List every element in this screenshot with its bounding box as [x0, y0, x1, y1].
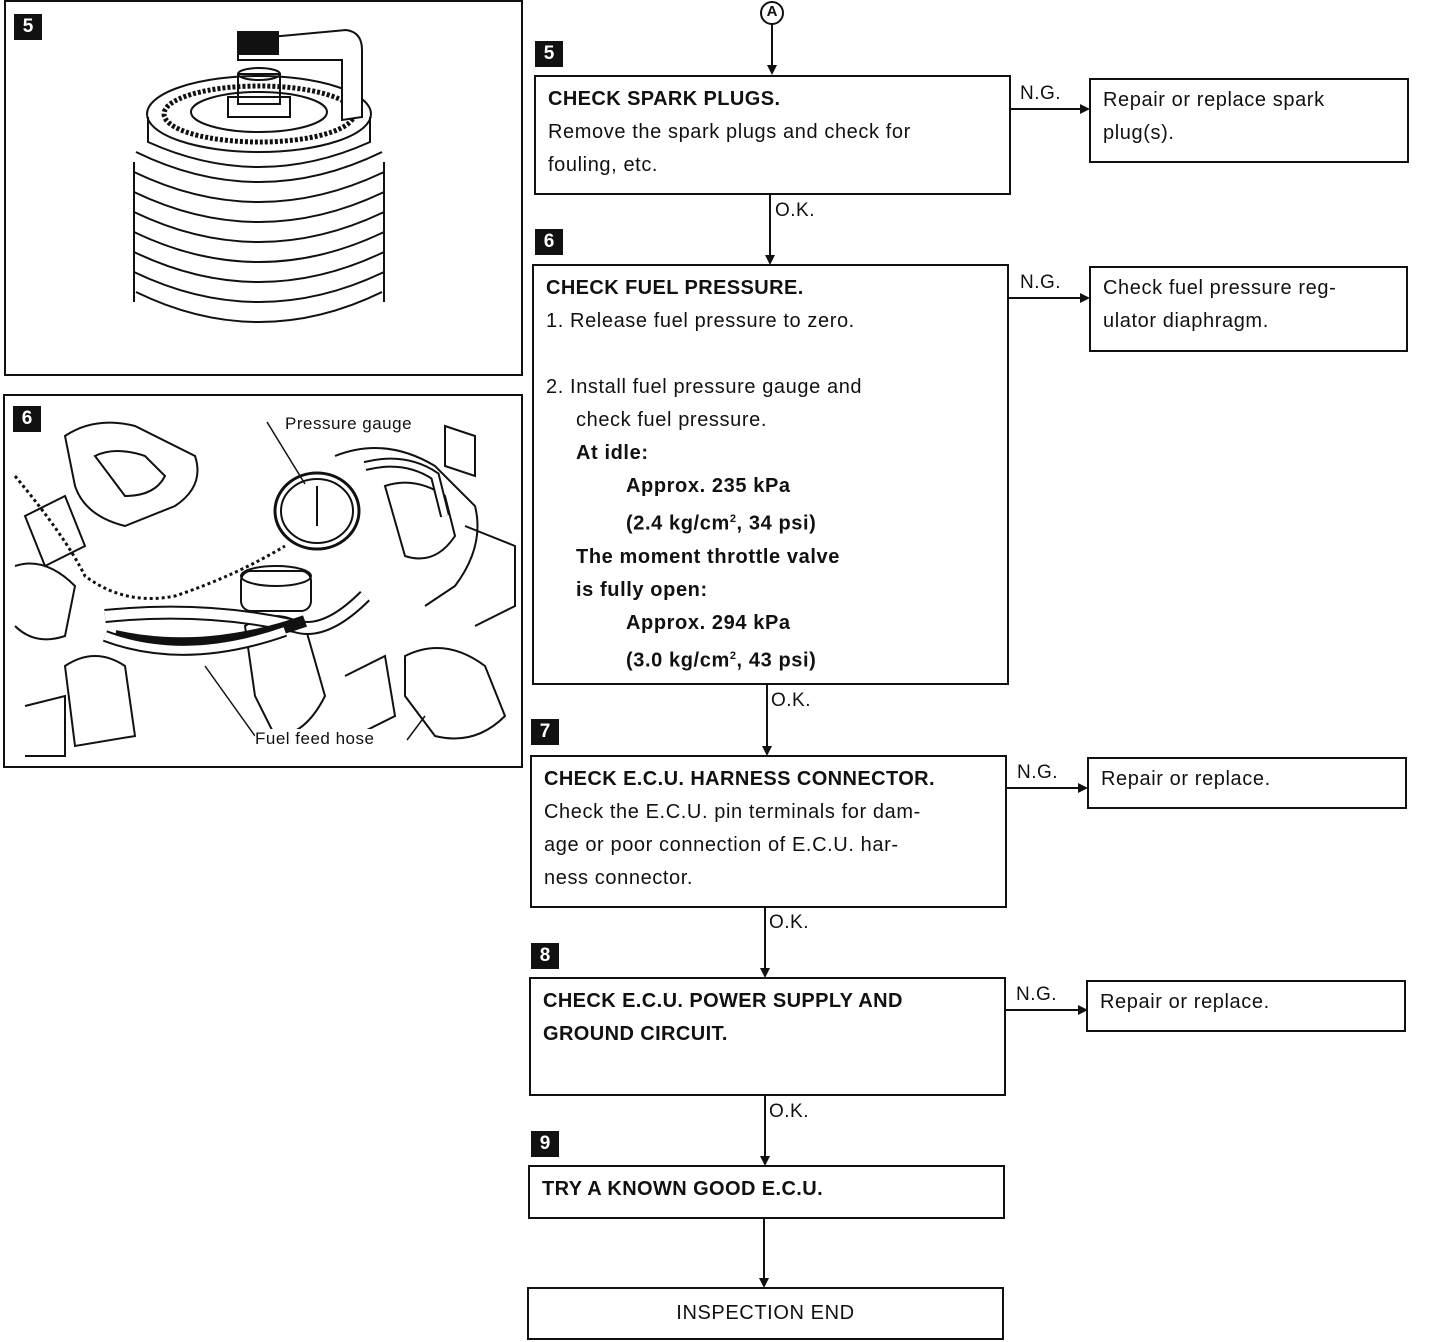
spec-value: Approx. 294 kPa — [626, 611, 791, 634]
step-title: CHECK SPARK PLUGS. — [548, 88, 781, 110]
superscript: 2 — [729, 513, 737, 525]
step-text: Check the E.C.U. pin terminals for dam- — [544, 801, 921, 823]
ng-result-box: Repair or replace. — [1087, 757, 1407, 809]
ok-label: O.K. — [775, 200, 816, 221]
ok-label: O.K. — [771, 690, 812, 711]
spec-value: (3.0 kg/cm2, 43 psi) — [546, 640, 995, 678]
result-text: plug(s). — [1103, 122, 1175, 144]
inspection-end-box: INSPECTION END — [527, 1287, 1004, 1340]
spec-value-part: (2.4 kg/cm — [626, 512, 730, 535]
step-text: check fuel pressure. — [576, 409, 767, 431]
figure-6-panel: 6 — [3, 394, 523, 768]
figure-number: 6 — [13, 406, 41, 432]
connector-a-label: A — [766, 3, 778, 20]
end-label: INSPECTION END — [676, 1302, 855, 1324]
step-title: GROUND CIRCUIT. — [543, 1023, 728, 1045]
step-number: 8 — [531, 943, 559, 969]
step-number: 9 — [531, 1131, 559, 1157]
step-title: CHECK E.C.U. POWER SUPPLY AND — [543, 990, 903, 1012]
pressure-gauge-label: Pressure gauge — [285, 414, 413, 434]
ok-label: O.K. — [769, 1101, 810, 1122]
ng-label: N.G. — [1020, 272, 1062, 293]
spec-value-part: , 34 psi) — [736, 512, 817, 535]
spec-label: At idle: — [576, 442, 649, 464]
ng-label: N.G. — [1017, 762, 1059, 783]
ng-result-box: Check fuel pressure reg- ulator diaphrag… — [1089, 266, 1408, 352]
step-title: CHECK E.C.U. HARNESS CONNECTOR. — [544, 768, 935, 790]
check-spark-plugs-box: CHECK SPARK PLUGS. Remove the spark plug… — [534, 75, 1011, 195]
ng-result-box: Repair or replace. — [1086, 980, 1406, 1032]
step-text: 1. Release fuel pressure to zero. — [546, 310, 855, 332]
result-text: ulator diaphragm. — [1103, 310, 1269, 332]
figure-number: 5 — [14, 14, 42, 40]
step-number: 7 — [531, 719, 559, 745]
result-text: Repair or replace spark — [1103, 89, 1325, 111]
result-text: Repair or replace. — [1101, 768, 1271, 790]
spec-value: Approx. 235 kPa — [626, 475, 791, 497]
step-number: 5 — [535, 41, 563, 67]
try-known-good-ecu-box: TRY A KNOWN GOOD E.C.U. — [528, 1165, 1005, 1219]
check-ecu-power-box: CHECK E.C.U. POWER SUPPLY AND GROUND CIR… — [529, 977, 1006, 1096]
step-number: 6 — [535, 229, 563, 255]
step-text: Remove the spark plugs and check for — [548, 121, 911, 143]
ng-result-box: Repair or replace spark plug(s). — [1089, 78, 1409, 163]
step-text: 2. Install fuel pressure gauge and — [546, 376, 863, 398]
figure-5-panel: 5 — [4, 0, 523, 376]
superscript: 2 — [729, 649, 737, 662]
spec-label: The moment throttle valve — [576, 545, 840, 568]
step-text: ness connector. — [544, 867, 694, 889]
spec-value-part: , 43 psi) — [736, 649, 817, 672]
spec-value: (2.4 kg/cm2, 34 psi) — [546, 503, 995, 541]
spark-plug-illustration — [133, 28, 385, 323]
step-text: fouling, etc. — [548, 154, 659, 176]
check-fuel-pressure-box: CHECK FUEL PRESSURE. 1. Release fuel pre… — [532, 264, 1009, 685]
result-text: Repair or replace. — [1100, 991, 1270, 1013]
ng-label: N.G. — [1016, 984, 1058, 1005]
spacer — [546, 338, 995, 371]
step-title: CHECK FUEL PRESSURE. — [546, 277, 804, 299]
spec-label: is fully open: — [576, 578, 708, 601]
result-text: Check fuel pressure reg- — [1103, 277, 1337, 299]
fuel-feed-hose-label: Fuel feed hose — [255, 729, 375, 749]
spec-value-part: (3.0 kg/cm — [626, 649, 730, 672]
check-ecu-harness-box: CHECK E.C.U. HARNESS CONNECTOR. Check th… — [530, 755, 1007, 908]
step-text: age or poor connection of E.C.U. har- — [544, 834, 899, 856]
ng-label: N.G. — [1020, 83, 1062, 104]
step-title: TRY A KNOWN GOOD E.C.U. — [542, 1178, 824, 1200]
engine-bay-illustration — [13, 421, 516, 757]
ok-label: O.K. — [769, 912, 810, 933]
